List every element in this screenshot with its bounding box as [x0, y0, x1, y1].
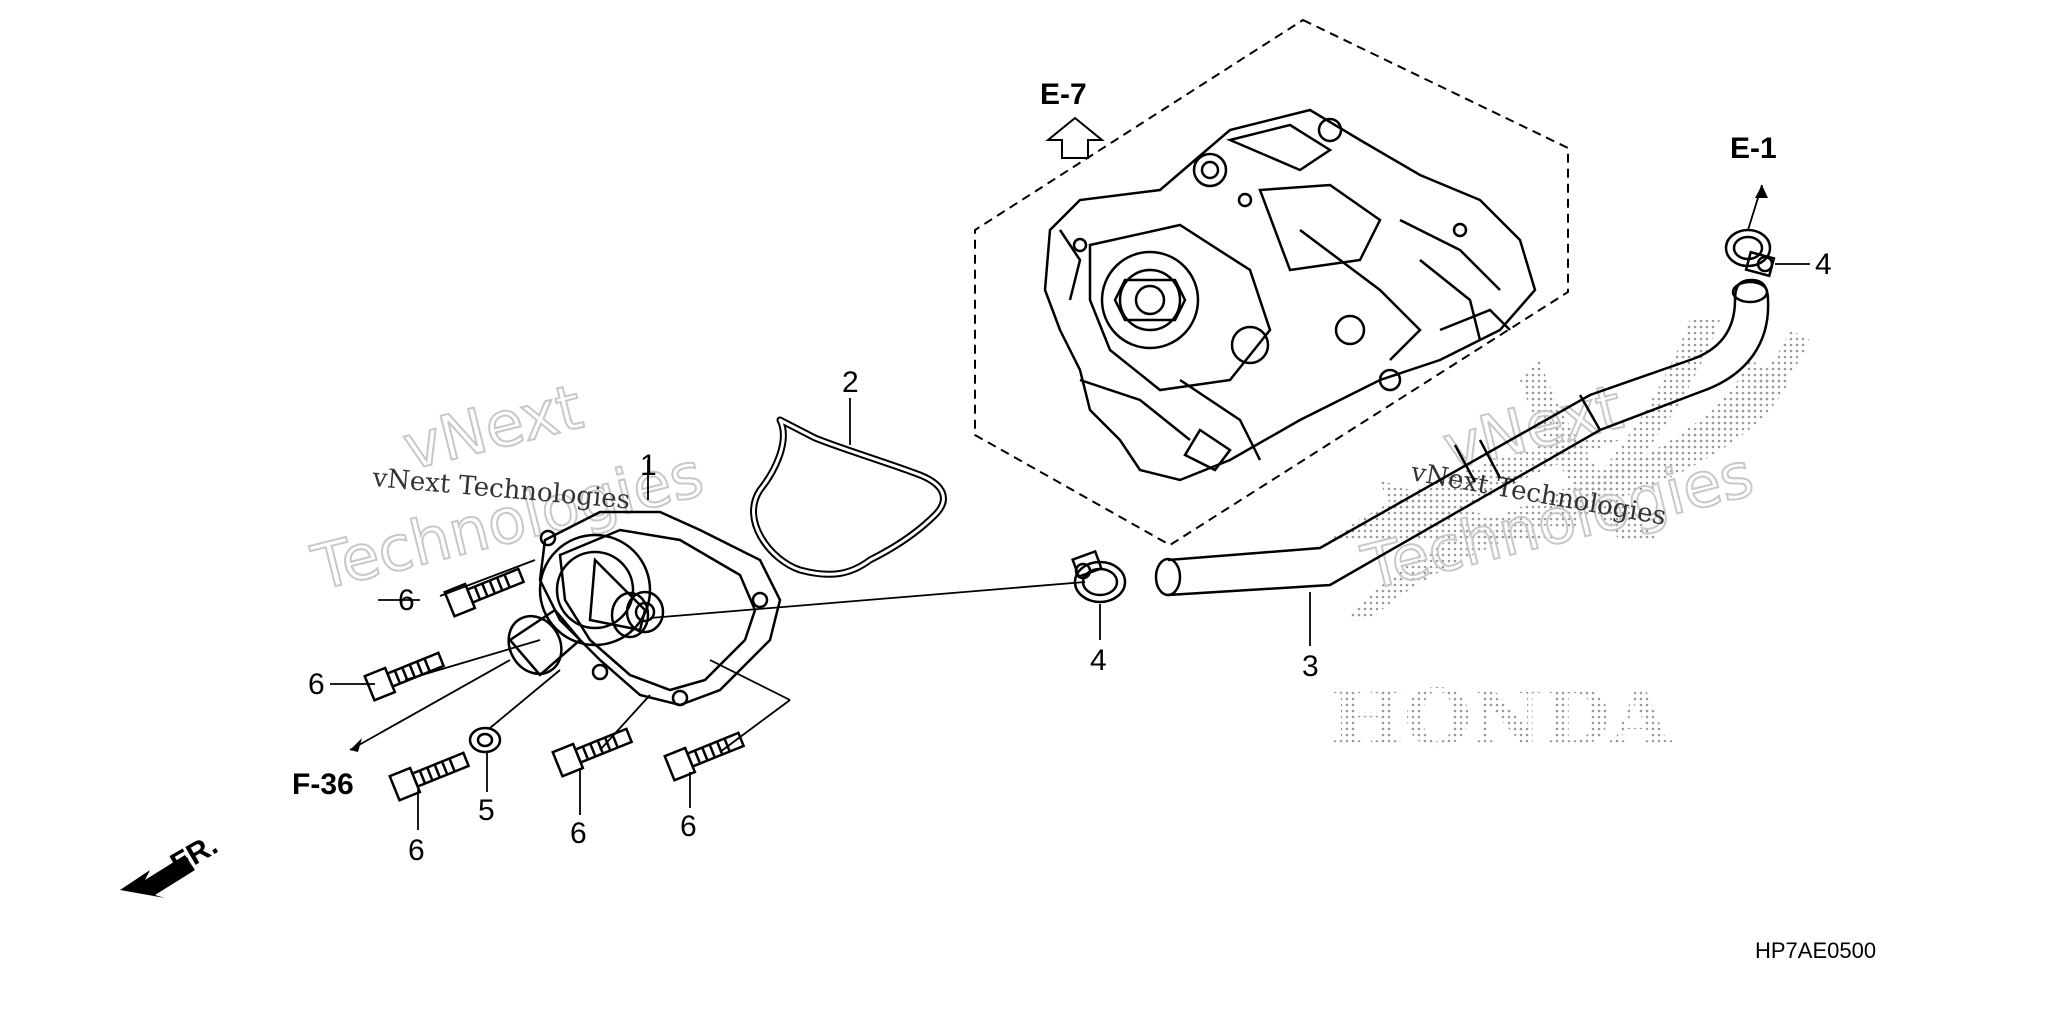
leader-lines: [330, 184, 1810, 830]
water-pump-cover: [507, 510, 782, 707]
callout-6-b: 6: [308, 668, 325, 701]
engine-reference-boundary: [974, 18, 1569, 547]
e7-direction-arrow: [1045, 116, 1105, 159]
water-hose: [1154, 278, 1770, 597]
callout-6-a: 6: [398, 584, 415, 617]
callout-5: 5: [478, 794, 495, 827]
callout-4-left: 4: [1090, 644, 1107, 677]
ref-f36: F-36: [292, 768, 354, 801]
engine-crankcase: [1043, 108, 1537, 482]
ref-e7: E-7: [1040, 78, 1087, 111]
callout-6-c: 6: [408, 834, 425, 867]
front-direction-arrow: FR.: [120, 828, 223, 898]
callout-4-right: 4: [1815, 248, 1832, 281]
drawing-code: HP7AE0500: [1755, 938, 1876, 963]
ref-e1: E-1: [1730, 132, 1777, 165]
callout-3: 3: [1302, 650, 1319, 683]
flange-bolt-b: [363, 651, 446, 702]
hose-clamp-left: [1071, 549, 1127, 604]
flange-bolt-d: [551, 727, 634, 778]
callout-6-e: 6: [680, 810, 697, 843]
callout-2: 2: [842, 366, 859, 399]
sealing-washer: [468, 726, 502, 754]
flange-bolt-e: [663, 731, 746, 782]
flange-bolt-c: [388, 751, 471, 802]
callout-6-d: 6: [570, 817, 587, 850]
honda-wing-logo: [1330, 320, 1810, 620]
f36-arrowhead: [350, 738, 362, 752]
e1-arrowhead: [1755, 185, 1768, 198]
hose-clamp-right: [1724, 228, 1776, 278]
callout-1: 1: [640, 449, 657, 482]
honda-brand-text: HONDA: [1330, 673, 1673, 764]
